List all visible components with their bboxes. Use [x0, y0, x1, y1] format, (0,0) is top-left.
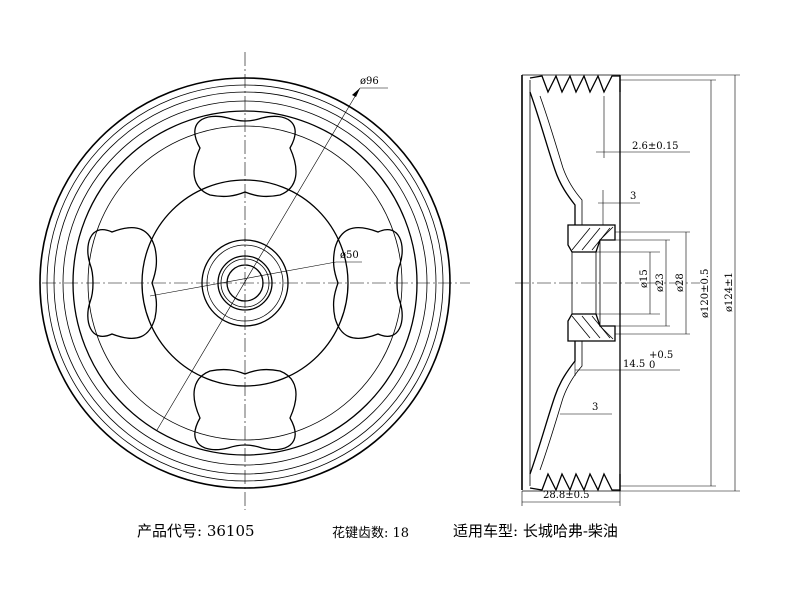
dim-d23-label: ø23 — [655, 273, 666, 292]
dim-hub-length-tol-lower: 0 — [649, 360, 655, 371]
bore-circle — [226, 264, 264, 302]
hub-section-top — [567, 224, 616, 253]
dim-d28-label: ø28 — [675, 273, 686, 292]
dim-groove-label: 2.6±0.15 — [632, 141, 679, 152]
caption-vehicle: 适用车型: 长城哈弗-柴油 — [453, 522, 618, 540]
caption-spline-teeth: 花键齿数: 18 — [332, 526, 410, 541]
dia50-leader — [149, 261, 337, 297]
web-profile-top — [529, 91, 576, 225]
rim-ring-3 — [62, 100, 428, 466]
dim-width-label: 28.8±0.5 — [543, 490, 590, 501]
web-profile-bottom — [529, 341, 576, 475]
dim-hub-length-tol-upper: +0.5 — [649, 350, 673, 361]
caption-part-code: 产品代号: 36105 — [137, 522, 255, 540]
outer-rim — [39, 77, 451, 489]
rim-ring-2 — [53, 91, 437, 475]
hub-hatching — [571, 226, 614, 340]
web-profile-bottom-inner — [539, 341, 583, 471]
dim-d15-label: ø15 — [639, 269, 650, 288]
side-view: 2.6±0.15 3 3 ø15 ø23 ø28 — [515, 74, 740, 506]
top-grooves — [529, 74, 621, 94]
inner-web-circle — [141, 179, 349, 387]
web-outer-circle — [72, 110, 418, 456]
dim-d120-label: ø120±0.5 — [700, 269, 711, 318]
dia96-arrow — [352, 88, 360, 97]
lightening-hole-bottom — [193, 368, 297, 451]
lightening-hole-top — [193, 115, 297, 198]
spline-outer-circle — [217, 255, 273, 311]
bottom-grooves — [529, 472, 621, 492]
dia96-leader — [156, 87, 361, 431]
lightening-hole-left — [87, 227, 158, 339]
front-view: ø96 ø50 — [39, 52, 470, 510]
web-step-circle — [87, 125, 403, 441]
dia96-label: ø96 — [360, 76, 379, 87]
hub-chamfer-circle — [206, 244, 284, 322]
web-profile-top-inner — [539, 95, 583, 225]
hub-section-bottom — [567, 313, 616, 342]
dim-thk-bottom-label: 3 — [592, 402, 598, 413]
dim-d124-label: ø124±1 — [724, 272, 735, 312]
lightening-hole-right — [332, 227, 403, 339]
dia50-label: ø50 — [340, 250, 359, 261]
hub-outer-circle — [201, 239, 289, 327]
dim-thk-top-label: 3 — [630, 191, 636, 202]
rim-ring-1 — [46, 84, 444, 482]
dim-hub-length-base: 14.5 — [623, 359, 645, 370]
